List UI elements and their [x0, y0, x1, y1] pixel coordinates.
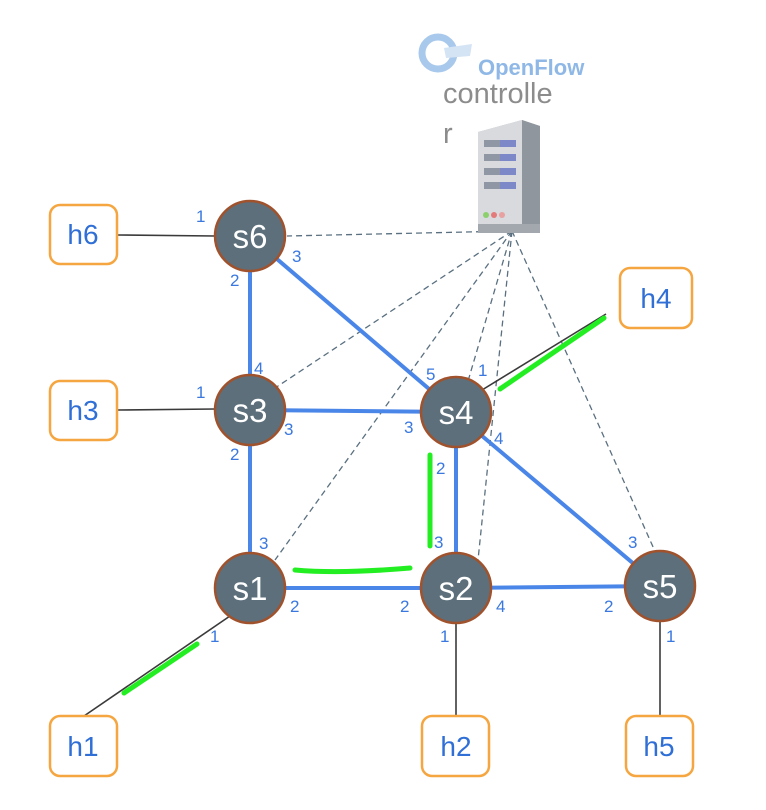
port-label-s6-h6: 1: [196, 207, 205, 226]
port-label-s4-s2: 2: [436, 459, 445, 478]
openflow-logo-wing: [444, 44, 472, 58]
port-label-s6-s3: 2: [230, 271, 239, 290]
switch-node-s3: [213, 373, 287, 447]
controller-label-line1: controlle: [443, 78, 553, 110]
switch-node-s2: [419, 551, 493, 625]
path-segment-h1-s1: [121, 641, 200, 696]
server-icon: [478, 120, 540, 233]
switch-s2[interactable]: s2: [419, 551, 493, 625]
path-segment-s1-s2: [292, 565, 413, 575]
link-h3-s3: [116, 408, 216, 411]
port-label-s4-h4: 1: [478, 361, 487, 380]
port-label-s1-s2: 2: [290, 597, 299, 616]
switch-label-s4: s4: [439, 394, 474, 431]
port-label-s5-h5: 1: [666, 627, 675, 646]
switch-node-s4: [419, 375, 493, 449]
controller-label-line2: r: [443, 118, 453, 150]
port-label-s4-s3: 3: [404, 418, 413, 437]
switch-s6[interactable]: s6: [213, 199, 287, 273]
port-label-s2-s1: 2: [400, 597, 409, 616]
host-h1[interactable]: h1: [48, 714, 119, 778]
port-label-s3-s6: 4: [254, 359, 263, 378]
host-box-h1: [48, 714, 119, 778]
port-label-s1-s3: 3: [259, 534, 268, 553]
host-label-h2: h2: [440, 731, 471, 762]
port-label-s1-h1: 1: [210, 627, 219, 646]
control-link-s2: [477, 230, 513, 561]
host-h2[interactable]: h2: [420, 714, 491, 778]
hosts: h6 h3 h4 h1 h2 h5: [48, 203, 695, 778]
switch-label-s1: s1: [233, 570, 268, 607]
port-label-s2-h2: 1: [440, 627, 449, 646]
port-label-s6-s4: 3: [292, 247, 301, 266]
control-link-s4: [465, 230, 513, 389]
switch-label-s3: s3: [233, 392, 268, 429]
switch-label-s5: s5: [643, 568, 678, 605]
controller: OpenFlow controlle r: [418, 33, 585, 233]
control-link-s3: [274, 230, 513, 389]
host-label-h3: h3: [67, 395, 98, 426]
host-h4[interactable]: h4: [618, 266, 694, 330]
host-box-h6: [48, 203, 119, 266]
controller-links: [274, 230, 659, 561]
openflow-logo-text: OpenFlow: [478, 55, 585, 80]
host-label-h5: h5: [643, 731, 674, 762]
host-box-h5: [624, 714, 695, 778]
host-label-h6: h6: [67, 219, 98, 250]
port-label-s5-s2: 2: [604, 597, 613, 616]
switch-s4[interactable]: s4: [419, 375, 493, 449]
openflow-logo: OpenFlow: [418, 33, 585, 80]
switch-label-s6: s6: [233, 218, 268, 255]
switch-node-s5: [623, 549, 697, 623]
host-links: [83, 234, 661, 717]
port-labels: 1 2 3 1 4 2 3 1 5 3 2 4 3 2 1 3 2 4 1 3 …: [196, 207, 675, 646]
port-label-s3-s4: 3: [284, 420, 293, 439]
switch-node-s1: [213, 551, 287, 625]
highlighted-path: [121, 315, 607, 696]
host-h3[interactable]: h3: [48, 379, 119, 442]
switches: s6 s3 s4 s1 s2 s5: [213, 199, 697, 625]
port-label-s2-s4: 3: [434, 533, 443, 552]
link-s4-s5: [454, 412, 662, 588]
port-label-s2-s5: 4: [496, 597, 505, 616]
host-h6[interactable]: h6: [48, 203, 119, 266]
switch-s5[interactable]: s5: [623, 549, 697, 623]
link-h4-s4: [481, 313, 607, 391]
port-label-s4-s6: 5: [426, 365, 435, 384]
link-s6-s4: [248, 234, 458, 414]
host-box-h2: [420, 714, 491, 778]
port-label-s3-s1: 2: [230, 445, 239, 464]
path-segment-s4-h4: [497, 315, 607, 392]
host-label-h1: h1: [67, 731, 98, 762]
control-link-s1: [274, 230, 513, 561]
host-h5[interactable]: h5: [624, 714, 695, 778]
host-label-h4: h4: [640, 283, 671, 314]
port-label-s3-h3: 1: [196, 383, 205, 402]
port-label-s5-s4: 3: [628, 533, 637, 552]
host-box-h3: [48, 379, 119, 442]
switch-s1[interactable]: s1: [213, 551, 287, 625]
link-h6-s6: [116, 234, 216, 237]
switch-s3[interactable]: s3: [213, 373, 287, 447]
control-link-s6: [286, 230, 513, 237]
port-label-s4-s5: 4: [494, 429, 503, 448]
link-h1-s1: [83, 615, 231, 717]
switch-node-s6: [213, 199, 287, 273]
switch-label-s2: s2: [439, 570, 474, 607]
host-box-h4: [618, 266, 694, 330]
